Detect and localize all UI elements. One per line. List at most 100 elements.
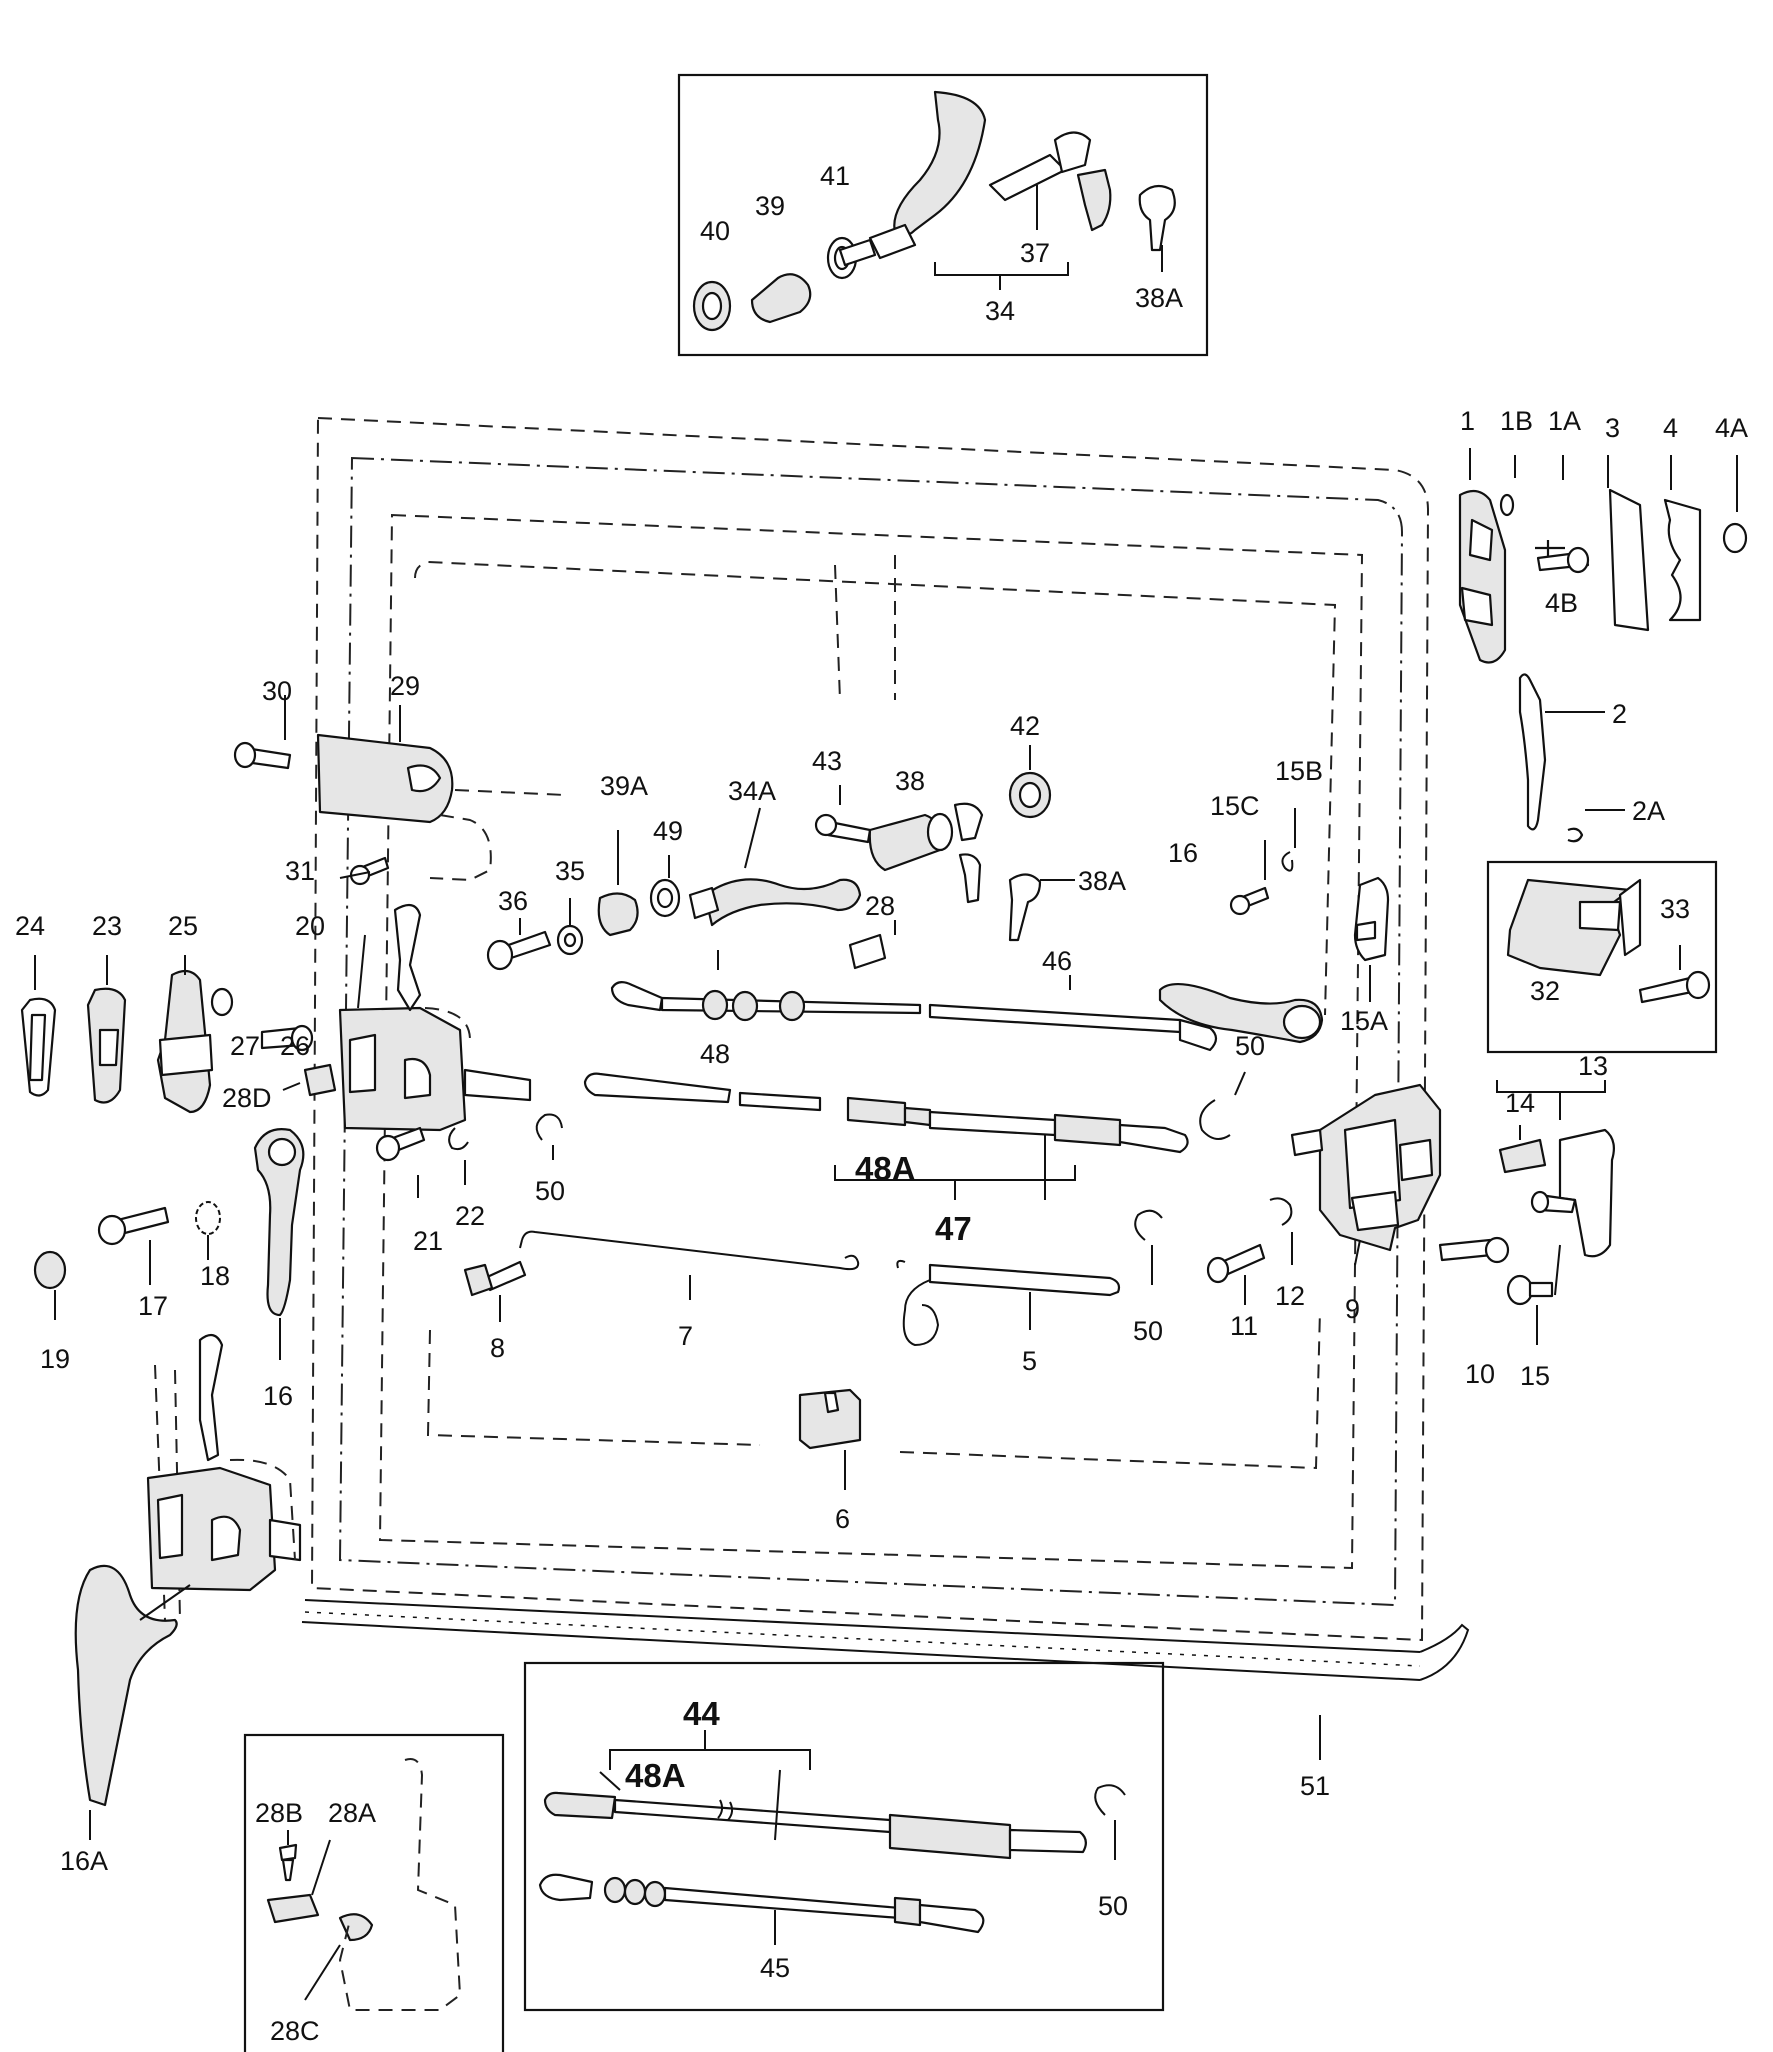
label-34a: 34A xyxy=(728,776,776,806)
inset-bracket-box: 32 33 xyxy=(1486,860,1718,1054)
label-10: 10 xyxy=(1465,1359,1495,1389)
striker-parts-left: 24 23 25 27 26 28D xyxy=(15,911,337,1114)
label-43: 43 xyxy=(812,746,842,776)
label-3: 3 xyxy=(1605,413,1620,443)
rod-45 xyxy=(538,1873,594,1902)
label-48a-box: 48A xyxy=(625,1757,686,1794)
cap-28c xyxy=(338,1913,374,1942)
label-2a: 2A xyxy=(1632,796,1665,826)
plate-3 xyxy=(1608,488,1650,632)
door-latch-right: 13 14 9 10 11 12 15 xyxy=(1206,1051,1615,1391)
label-15b: 15B xyxy=(1275,756,1323,786)
bracket-13 xyxy=(1558,1128,1615,1258)
label-9: 9 xyxy=(1345,1294,1360,1324)
label-38: 38 xyxy=(895,766,925,796)
clip-12 xyxy=(1269,1197,1293,1226)
inner-handle-right: 16 15C 15B 15A xyxy=(1158,756,1390,1044)
label-27: 27 xyxy=(230,1031,260,1061)
inner-handle-16-right xyxy=(1158,983,1324,1044)
label-16-right: 16 xyxy=(1168,838,1198,868)
label-29: 29 xyxy=(390,671,420,701)
label-25: 25 xyxy=(168,911,198,941)
label-32: 32 xyxy=(1530,976,1560,1006)
label-2: 2 xyxy=(1612,699,1627,729)
label-23: 23 xyxy=(92,911,122,941)
door-outline xyxy=(301,416,1470,1681)
rod-7 xyxy=(521,1230,860,1271)
label-15: 15 xyxy=(1520,1361,1550,1391)
circlip-50-right xyxy=(1199,1099,1231,1140)
circlip-50-mid xyxy=(1134,1209,1163,1241)
label-46: 46 xyxy=(1042,946,1072,976)
washer-27 xyxy=(210,987,234,1017)
label-15c: 15C xyxy=(1210,791,1260,821)
bush-39a xyxy=(597,892,639,937)
inner-handle-16a xyxy=(74,1564,178,1807)
label-16a: 16A xyxy=(60,1846,108,1876)
label-12: 12 xyxy=(1275,1281,1305,1311)
sleeve-48a xyxy=(846,1096,907,1127)
label-39: 39 xyxy=(755,191,785,221)
label-1a: 1A xyxy=(1548,406,1581,436)
nut-4a xyxy=(1722,522,1748,554)
spring-5 xyxy=(902,1279,940,1347)
bracket-15a xyxy=(1353,876,1390,962)
label-31: 31 xyxy=(285,856,315,886)
label-4b: 4B xyxy=(1545,588,1578,618)
label-42: 42 xyxy=(1010,711,1040,741)
circlips-50: 50 50 50 50 xyxy=(535,1031,1265,1921)
label-20: 20 xyxy=(295,911,325,941)
sleeve-48a-box xyxy=(543,1791,617,1820)
label-28d: 28D xyxy=(222,1083,272,1113)
label-38a-top: 38A xyxy=(1135,283,1183,313)
door-lock-left: 30 29 31 20 21 22 xyxy=(233,671,566,1256)
inner-lock-parts: 42 43 38 38A 34A 39A 49 35 36 28 xyxy=(486,711,1126,971)
inner-handle-16-left xyxy=(253,1128,305,1317)
label-8: 8 xyxy=(490,1333,505,1363)
label-18: 18 xyxy=(200,1261,230,1291)
label-37: 37 xyxy=(1020,238,1050,268)
label-28b: 28B xyxy=(255,1798,303,1828)
label-28: 28 xyxy=(865,891,895,921)
key-38a-mid xyxy=(1008,873,1042,942)
hinge-1 xyxy=(1458,489,1507,664)
rod-46 xyxy=(610,981,664,1012)
label-35: 35 xyxy=(555,856,585,886)
label-13: 13 xyxy=(1578,1051,1608,1081)
label-51: 51 xyxy=(1300,1771,1330,1801)
screw-10 xyxy=(1438,1238,1494,1262)
clip-28d xyxy=(303,1063,337,1097)
label-19: 19 xyxy=(40,1344,70,1374)
label-50-left: 50 xyxy=(535,1176,565,1206)
inset-rod-box: 44 48A 45 xyxy=(523,1661,1165,2012)
plate-4 xyxy=(1663,498,1702,622)
label-17: 17 xyxy=(138,1291,168,1321)
label-34: 34 xyxy=(985,296,1015,326)
label-50-right: 50 xyxy=(1235,1031,1265,1061)
label-44: 44 xyxy=(683,1695,720,1732)
label-4: 4 xyxy=(1663,413,1678,443)
washer-18 xyxy=(195,1201,221,1235)
key-38a-top xyxy=(1138,184,1176,252)
label-22: 22 xyxy=(455,1201,485,1231)
circlip-50-left xyxy=(535,1113,563,1141)
label-38a-mid: 38A xyxy=(1078,866,1126,896)
cap-19 xyxy=(33,1250,67,1290)
sill-strip-51: 51 xyxy=(1300,1715,1330,1801)
rod-48 xyxy=(583,1072,732,1104)
label-11: 11 xyxy=(1230,1311,1258,1341)
cover-29 xyxy=(316,733,454,824)
lower-parts: 8 7 5 6 xyxy=(463,1230,1121,1534)
control-rods: 46 48 48A 47 xyxy=(583,946,1218,1247)
label-14: 14 xyxy=(1505,1088,1535,1118)
label-7: 7 xyxy=(678,1321,693,1351)
label-48: 48 xyxy=(700,1039,730,1069)
label-50-box: 50 xyxy=(1098,1891,1128,1921)
label-36: 36 xyxy=(498,886,528,916)
label-39a: 39A xyxy=(600,771,648,801)
bush-39 xyxy=(750,273,812,324)
pad-6 xyxy=(798,1388,862,1450)
label-28c: 28C xyxy=(270,2016,320,2046)
screw-33 xyxy=(1638,976,1694,1004)
